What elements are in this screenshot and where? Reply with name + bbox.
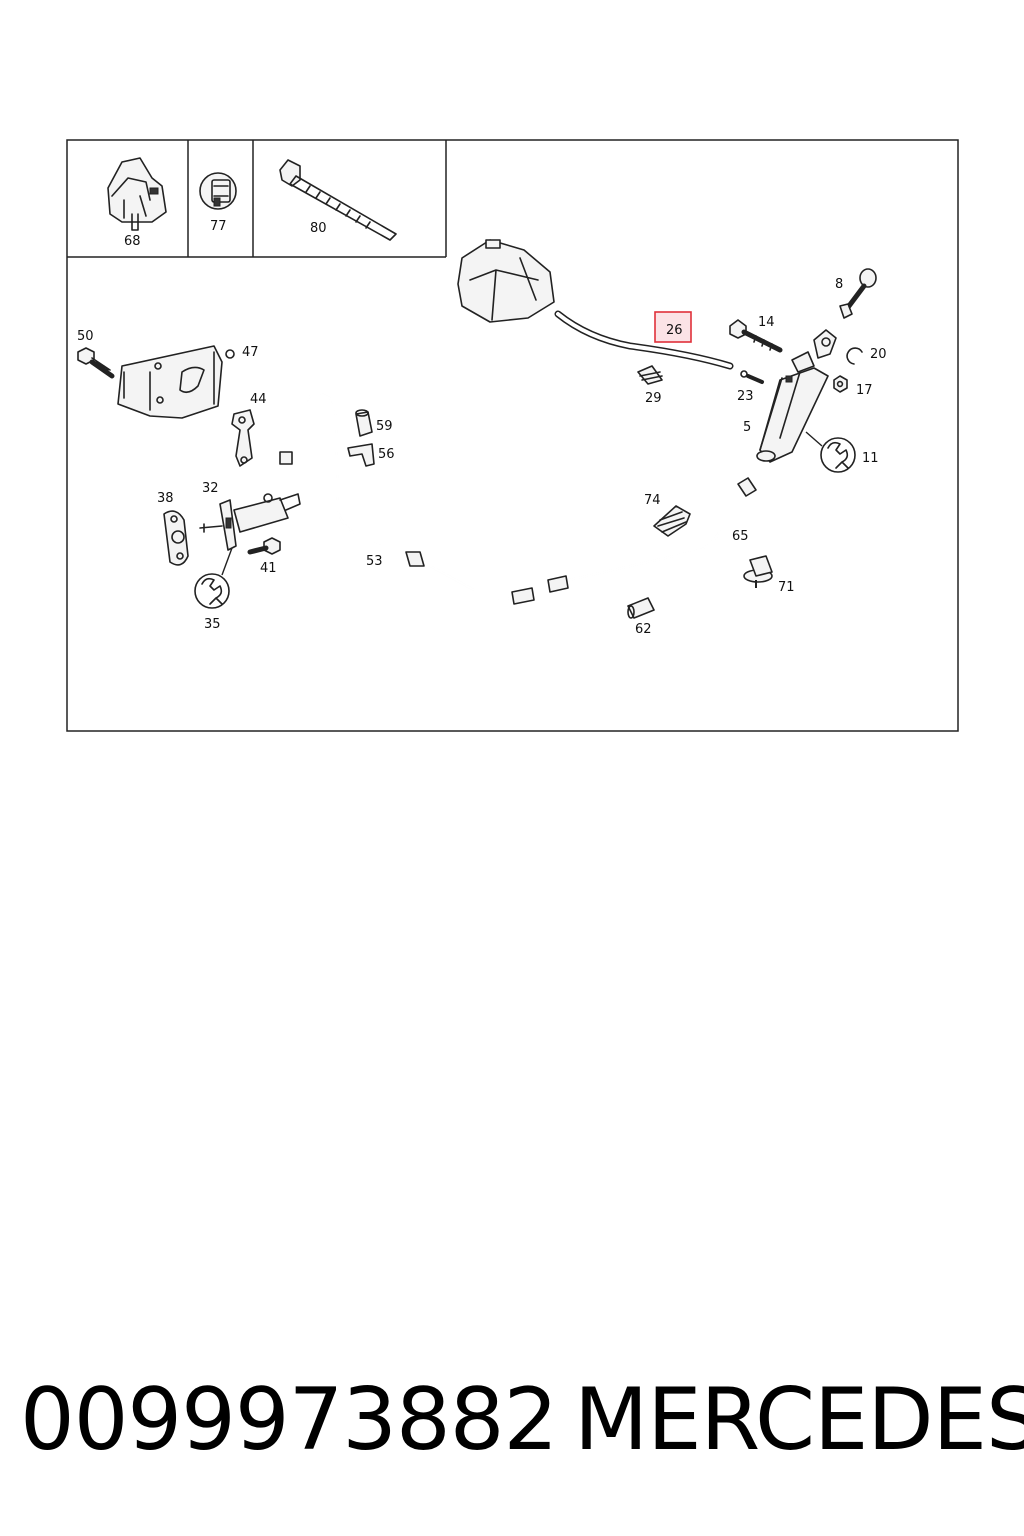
- label-50: 50: [77, 329, 94, 344]
- parts-diagram: 68 77 80 50 47 44: [0, 0, 1024, 760]
- label-5: 5: [743, 420, 751, 435]
- part-65-pipe[interactable]: [547, 477, 757, 593]
- inset-panel: [67, 140, 447, 258]
- label-35: 35: [204, 617, 221, 632]
- part-41-bolt[interactable]: [247, 537, 281, 555]
- label-14: 14: [758, 315, 775, 330]
- part-47-bracket[interactable]: [117, 345, 235, 419]
- part-reservoir[interactable]: [457, 239, 555, 323]
- part-59-sleeve[interactable]: [355, 409, 373, 437]
- label-32: 32: [202, 481, 219, 496]
- label-71: 71: [778, 580, 795, 595]
- part-14-bolt[interactable]: [729, 319, 783, 353]
- label-8: 8: [835, 277, 843, 292]
- part-77-grommet[interactable]: [199, 172, 237, 210]
- label-23: 23: [737, 389, 754, 404]
- part-29-boot[interactable]: [637, 365, 663, 385]
- highlight-box-26[interactable]: 26: [654, 311, 692, 343]
- part-5-master-cylinder[interactable]: [756, 329, 837, 463]
- label-26: 26: [666, 323, 683, 338]
- label-44: 44: [250, 392, 267, 407]
- label-68: 68: [124, 234, 141, 249]
- part-8-pushrod[interactable]: [839, 268, 877, 319]
- part-56-clip[interactable]: [347, 443, 375, 467]
- label-77: 77: [210, 219, 227, 234]
- part-80-cable-tie[interactable]: [279, 159, 397, 241]
- label-62: 62: [635, 622, 652, 637]
- label-29: 29: [645, 391, 662, 406]
- label-47: 47: [242, 345, 259, 360]
- diagram-border: [66, 139, 959, 732]
- label-80: 80: [310, 221, 327, 236]
- part-26-hose[interactable]: [554, 310, 734, 370]
- part-68-clip[interactable]: [107, 157, 167, 231]
- brand-caption: MERCEDES: [574, 1370, 1024, 1470]
- label-38: 38: [157, 491, 174, 506]
- part-number-caption: 0099973882: [20, 1370, 558, 1470]
- label-65: 65: [732, 529, 749, 544]
- label-56: 56: [378, 447, 395, 462]
- label-11: 11: [862, 451, 879, 466]
- part-20-circlip[interactable]: [846, 347, 863, 365]
- part-23-screw[interactable]: [740, 370, 764, 384]
- part-17-nut[interactable]: [833, 375, 848, 393]
- part-62-sleeve[interactable]: [627, 597, 655, 619]
- part-71-clip[interactable]: [743, 555, 773, 588]
- part-35-tightening-symbol[interactable]: [194, 547, 233, 609]
- part-74-bellows[interactable]: [653, 505, 691, 537]
- part-53-pipe[interactable]: [279, 392, 535, 605]
- label-59: 59: [376, 419, 393, 434]
- part-32-slave-cylinder[interactable]: [199, 493, 301, 551]
- label-53: 53: [366, 554, 383, 569]
- label-41: 41: [260, 561, 277, 576]
- part-50-bolt[interactable]: [77, 347, 115, 379]
- part-38-gasket[interactable]: [163, 510, 189, 566]
- part-11-tightening-symbol[interactable]: [805, 431, 856, 473]
- label-17: 17: [856, 383, 873, 398]
- part-44-clamp[interactable]: [231, 409, 255, 467]
- label-74: 74: [644, 493, 661, 508]
- label-20: 20: [870, 347, 887, 362]
